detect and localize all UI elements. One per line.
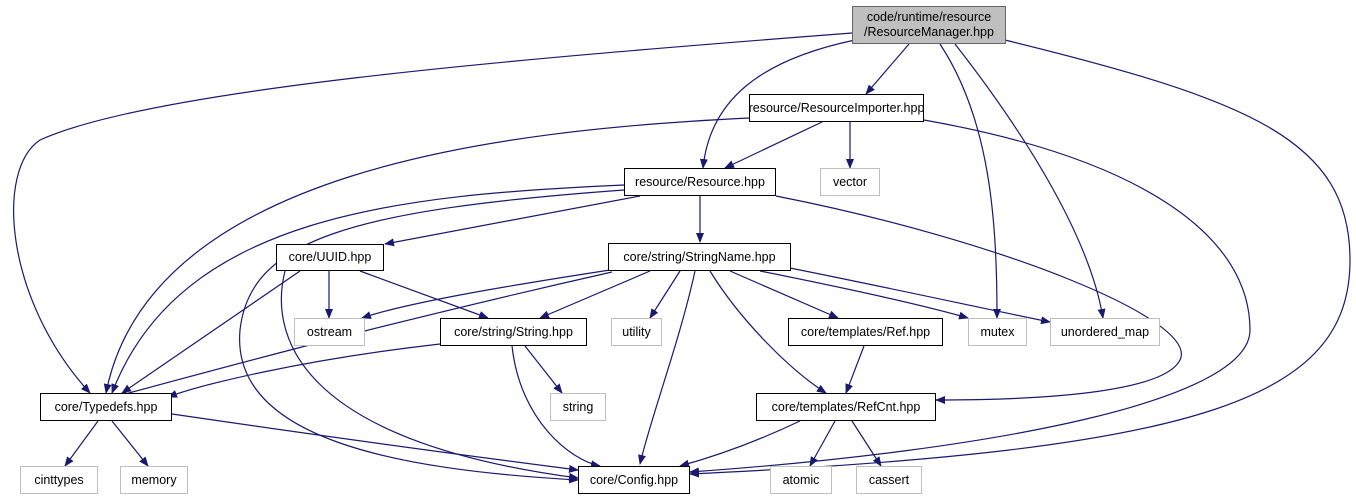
node-unordered-map: unordered_map: [1050, 318, 1160, 346]
node-typedefs[interactable]: core/Typedefs.hpp: [40, 393, 172, 421]
edge-resource-typedefs: [111, 184, 625, 394]
edge-uuid-config: [280, 270, 579, 481]
edge-refcnt-atomic: [809, 420, 836, 467]
edge-resource-refcnt: [775, 195, 1182, 404]
edge-refcnt-cassert: [851, 420, 882, 467]
node-atomic: atomic: [770, 466, 832, 494]
node-vector: vector: [820, 168, 880, 196]
edge-root-mutex: [939, 43, 1001, 319]
edge-root-unordered-map: [954, 43, 1106, 319]
edge-stringname-config: [638, 270, 696, 465]
edge-refcnt-config: [679, 420, 801, 468]
edge-uuid-string-hpp: [359, 270, 489, 319]
node-uuid[interactable]: core/UUID.hpp: [276, 244, 384, 271]
edge-resource-config: [239, 189, 625, 484]
edge-root-config: [689, 39, 1351, 478]
node-resource-manager-line1: code/runtime/resource: [866, 10, 992, 24]
node-resource-manager-line2: /ResourceManager.hpp: [864, 25, 994, 39]
node-config[interactable]: core/Config.hpp: [578, 466, 690, 494]
edge-importer-resource: [724, 121, 823, 169]
edge-string-hpp-typedefs: [167, 343, 441, 398]
node-resource-manager: code/runtime/resource /ResourceManager.h…: [852, 6, 1006, 44]
edge-stringname-ref: [729, 270, 839, 319]
node-memory: memory: [120, 466, 188, 494]
edge-ref-refcnt: [845, 345, 865, 394]
node-cinttypes: cinttypes: [20, 466, 98, 494]
edge-stringname-string-hpp: [539, 270, 651, 319]
node-ref[interactable]: core/templates/Ref.hpp: [788, 318, 943, 346]
edge-resource-uuid: [384, 195, 641, 247]
edge-importer-typedefs: [103, 117, 750, 394]
node-mutex: mutex: [968, 318, 1027, 346]
edge-root-importer: [865, 43, 910, 95]
edge-uuid-typedefs: [121, 270, 301, 394]
edge-string-hpp-string: [524, 345, 563, 394]
node-cassert: cassert: [856, 466, 922, 494]
edge-importer-config: [689, 119, 1251, 476]
node-stringname[interactable]: core/string/StringName.hpp: [608, 243, 791, 271]
node-refcnt[interactable]: core/templates/RefCnt.hpp: [756, 393, 936, 421]
edge-typedefs-cinttypes: [64, 420, 99, 467]
edge-stringname-utility: [649, 270, 681, 319]
node-resource-importer[interactable]: resource/ResourceImporter.hpp: [749, 94, 924, 122]
edge-root-resource: [699, 39, 856, 169]
edge-stringname-mutex: [759, 270, 969, 320]
edge-stringname-ostream: [361, 269, 611, 319]
node-ostream: ostream: [294, 318, 365, 346]
node-string-hpp[interactable]: core/string/String.hpp: [440, 318, 587, 346]
edge-stringname-unordered-map: [789, 267, 1051, 325]
edge-root-typedefs: [13, 32, 853, 394]
edge-typedefs-config: [171, 413, 579, 473]
edge-typedefs-memory: [111, 420, 149, 467]
edge-stringname-refcnt: [709, 270, 827, 394]
node-resource[interactable]: resource/Resource.hpp: [624, 168, 776, 196]
node-string: string: [550, 393, 606, 421]
node-utility: utility: [611, 318, 662, 346]
edge-string-hpp-config: [511, 345, 601, 469]
